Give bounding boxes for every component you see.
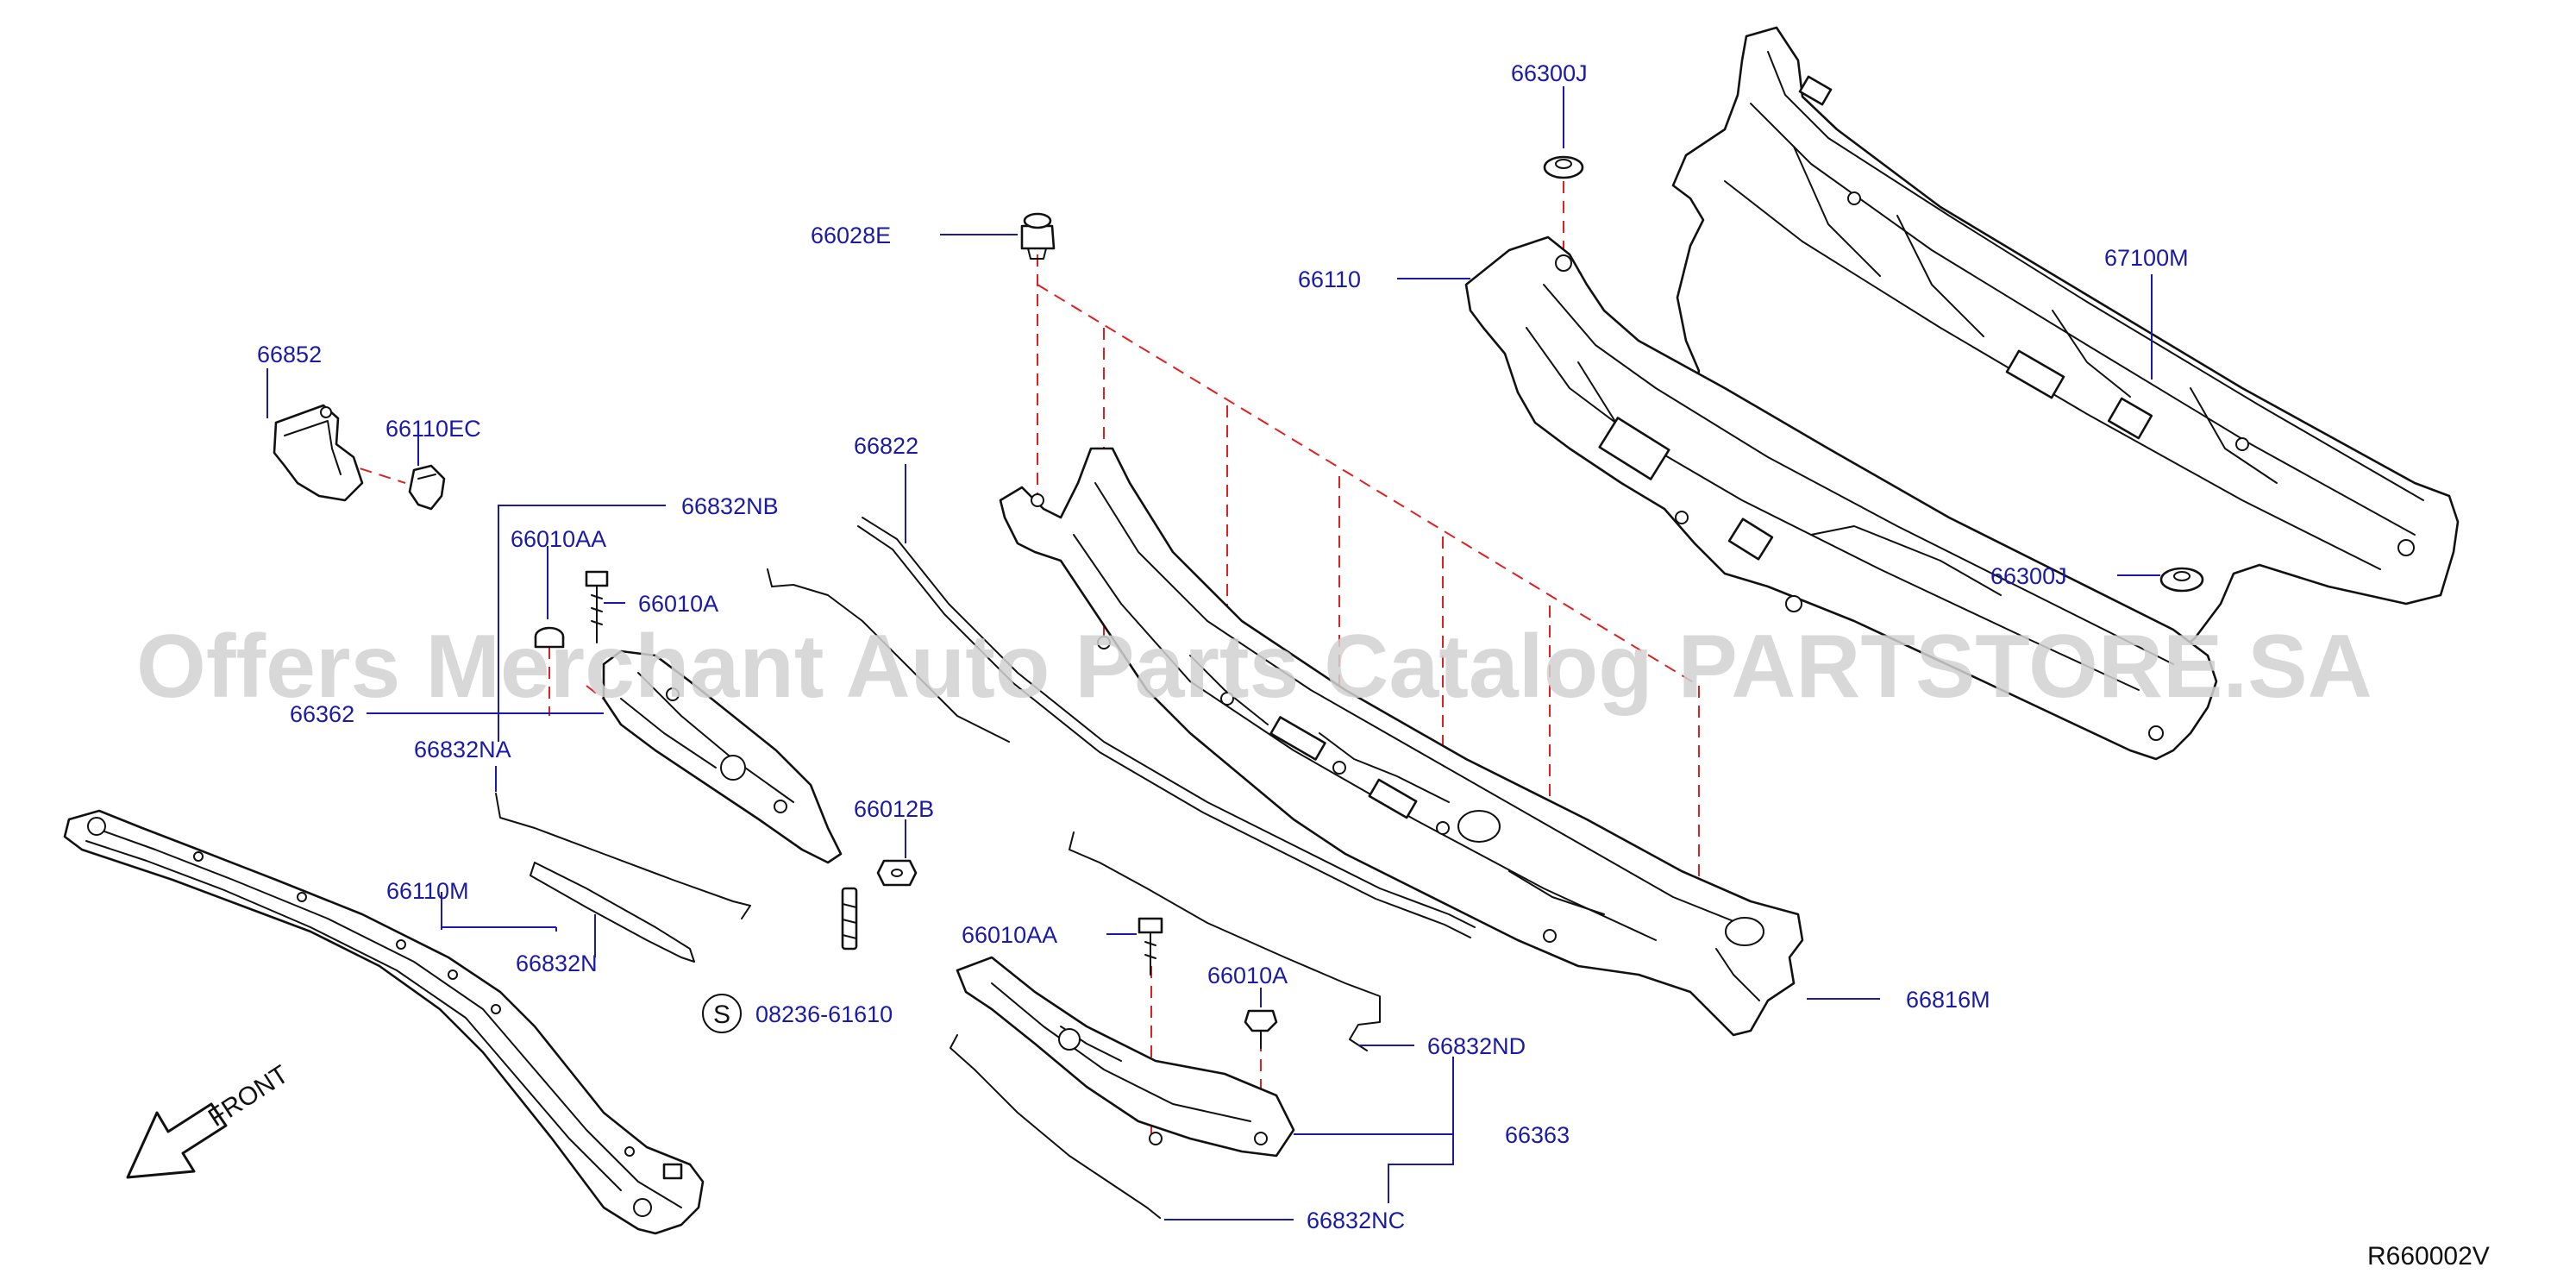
grommet-66300J-top-drawing — [1543, 155, 1584, 179]
callout-66010AA-bottom[interactable]: 66010AA — [962, 922, 1057, 948]
callout-08236-61610[interactable]: 08236-61610 — [755, 1001, 893, 1027]
callout-66832NC[interactable]: 66832NC — [1307, 1208, 1405, 1233]
callout-66012B[interactable]: 66012B — [854, 796, 934, 822]
callout-66852[interactable]: 66852 — [257, 342, 322, 367]
callout-66010A-top[interactable]: 66010A — [638, 591, 718, 617]
callout-66110[interactable]: 66110 — [1298, 267, 1361, 292]
callout-66010AA-top[interactable]: 66010AA — [511, 526, 606, 552]
stud-08236-61610-drawing — [841, 887, 858, 951]
callout-67100M[interactable]: 67100M — [2104, 245, 2189, 271]
front-label: FRONT — [204, 1060, 294, 1133]
part-66110-drawing — [1464, 235, 2218, 761]
callout-66832N[interactable]: 66832N — [516, 951, 598, 976]
callout-66832NB[interactable]: 66832NB — [681, 493, 779, 519]
fastener-66028E-drawing — [1020, 212, 1056, 260]
part-66110M-drawing — [63, 809, 705, 1235]
small-seal-strips-drawing — [495, 793, 1161, 1219]
front-arrow: FRONT — [126, 1060, 294, 1179]
leader-lines — [266, 86, 2160, 1220]
bolt-66010A-top-drawing — [585, 570, 609, 643]
callout-66300J-top[interactable]: 66300J — [1511, 60, 1588, 86]
cap-66010AA-top-drawing — [534, 626, 565, 649]
bolt-66010AA-bottom-drawing — [1138, 917, 1163, 976]
callout-66363[interactable]: 66363 — [1505, 1122, 1570, 1148]
callout-66110EC[interactable]: 66110EC — [385, 416, 481, 442]
callout-66822[interactable]: 66822 — [854, 433, 918, 459]
part-66362-drawing — [602, 649, 843, 864]
part-66816M-drawing — [999, 447, 1804, 1037]
part-66363-drawing — [956, 956, 1295, 1158]
service-symbol-letter: S — [713, 1001, 730, 1029]
nut-66012B-drawing — [876, 859, 918, 887]
callout-66010A-bottom[interactable]: 66010A — [1207, 963, 1288, 988]
callout-66028E[interactable]: 66028E — [811, 223, 891, 248]
part-66110EC-clip-drawing — [408, 464, 446, 511]
callout-66816M[interactable]: 66816M — [1906, 987, 1990, 1013]
callout-66832NA[interactable]: 66832NA — [414, 737, 511, 762]
callout-66300J-right[interactable]: 66300J — [1990, 563, 2067, 589]
diagram-code: R660002V — [2367, 1242, 2490, 1271]
service-symbol: S — [702, 994, 742, 1033]
callout-66832ND[interactable]: 66832ND — [1427, 1033, 1526, 1059]
seal-strips-drawing — [767, 517, 1476, 1051]
callout-66110M[interactable]: 66110M — [386, 878, 469, 904]
front-arrow-icon — [126, 1102, 228, 1179]
bolt-66010A-bottom-drawing — [1244, 1009, 1278, 1049]
grommet-66300J-right-drawing — [2159, 567, 2204, 593]
callout-66362[interactable]: 66362 — [290, 701, 354, 727]
callout-labels: 66300J 66028E 66110 67100M 66852 66110EC… — [257, 60, 2189, 1233]
part-66852-drawing — [273, 404, 364, 502]
watermark-text: Offers Merchant Auto Parts Catalog PARTS… — [136, 617, 2372, 717]
